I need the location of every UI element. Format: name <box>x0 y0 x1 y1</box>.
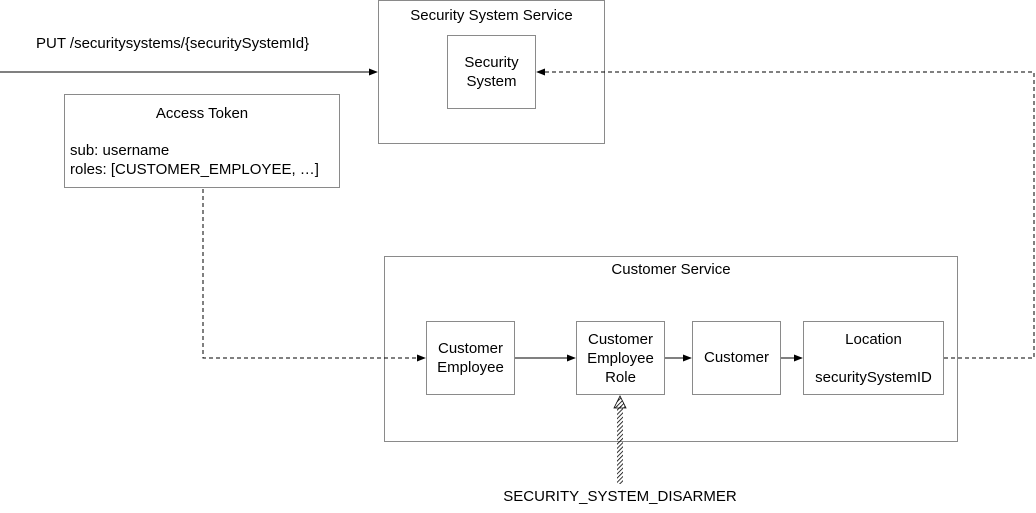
access-token-roles: roles: [CUSTOMER_EMPLOYEE, …] <box>70 161 319 178</box>
customer-service-title: Customer Service <box>611 261 731 278</box>
customer-employee-label-line1: Customer <box>437 340 504 357</box>
location-title: Location <box>845 331 902 348</box>
customer-employee-box <box>426 321 515 395</box>
security-system-box <box>447 35 536 109</box>
role-value-label: SECURITY_SYSTEM_DISARMER <box>503 488 737 505</box>
role-value-hatched-shaft <box>617 406 623 484</box>
security-system-label-line1: Security <box>464 54 519 71</box>
location-to-security-system-link <box>536 68 1035 359</box>
access-token-sub: sub: username <box>70 142 170 159</box>
access-token-box <box>64 94 340 188</box>
token-to-customer-employee-link <box>202 189 426 362</box>
request-label: PUT /securitysystems/{securitySystemId} <box>36 35 310 52</box>
customer-employee-role-label-line1: Customer <box>587 331 654 348</box>
security-system-label-line2: System <box>466 73 517 90</box>
location-field: securitySystemID <box>815 369 932 386</box>
security-system-service-title: Security System Service <box>410 7 573 24</box>
customer-label: Customer <box>703 349 770 366</box>
customer-employee-label-line2: Employee <box>437 359 504 376</box>
customer-employee-role-box <box>576 321 665 395</box>
access-token-title: Access Token <box>155 105 249 122</box>
customer-box <box>692 321 781 395</box>
customer-employee-role-label-line3: Role <box>605 369 636 386</box>
customer-employee-role-label-line2: Employee <box>587 350 654 367</box>
role-value-hatched-arrowhead <box>613 395 627 409</box>
location-box <box>803 321 944 395</box>
